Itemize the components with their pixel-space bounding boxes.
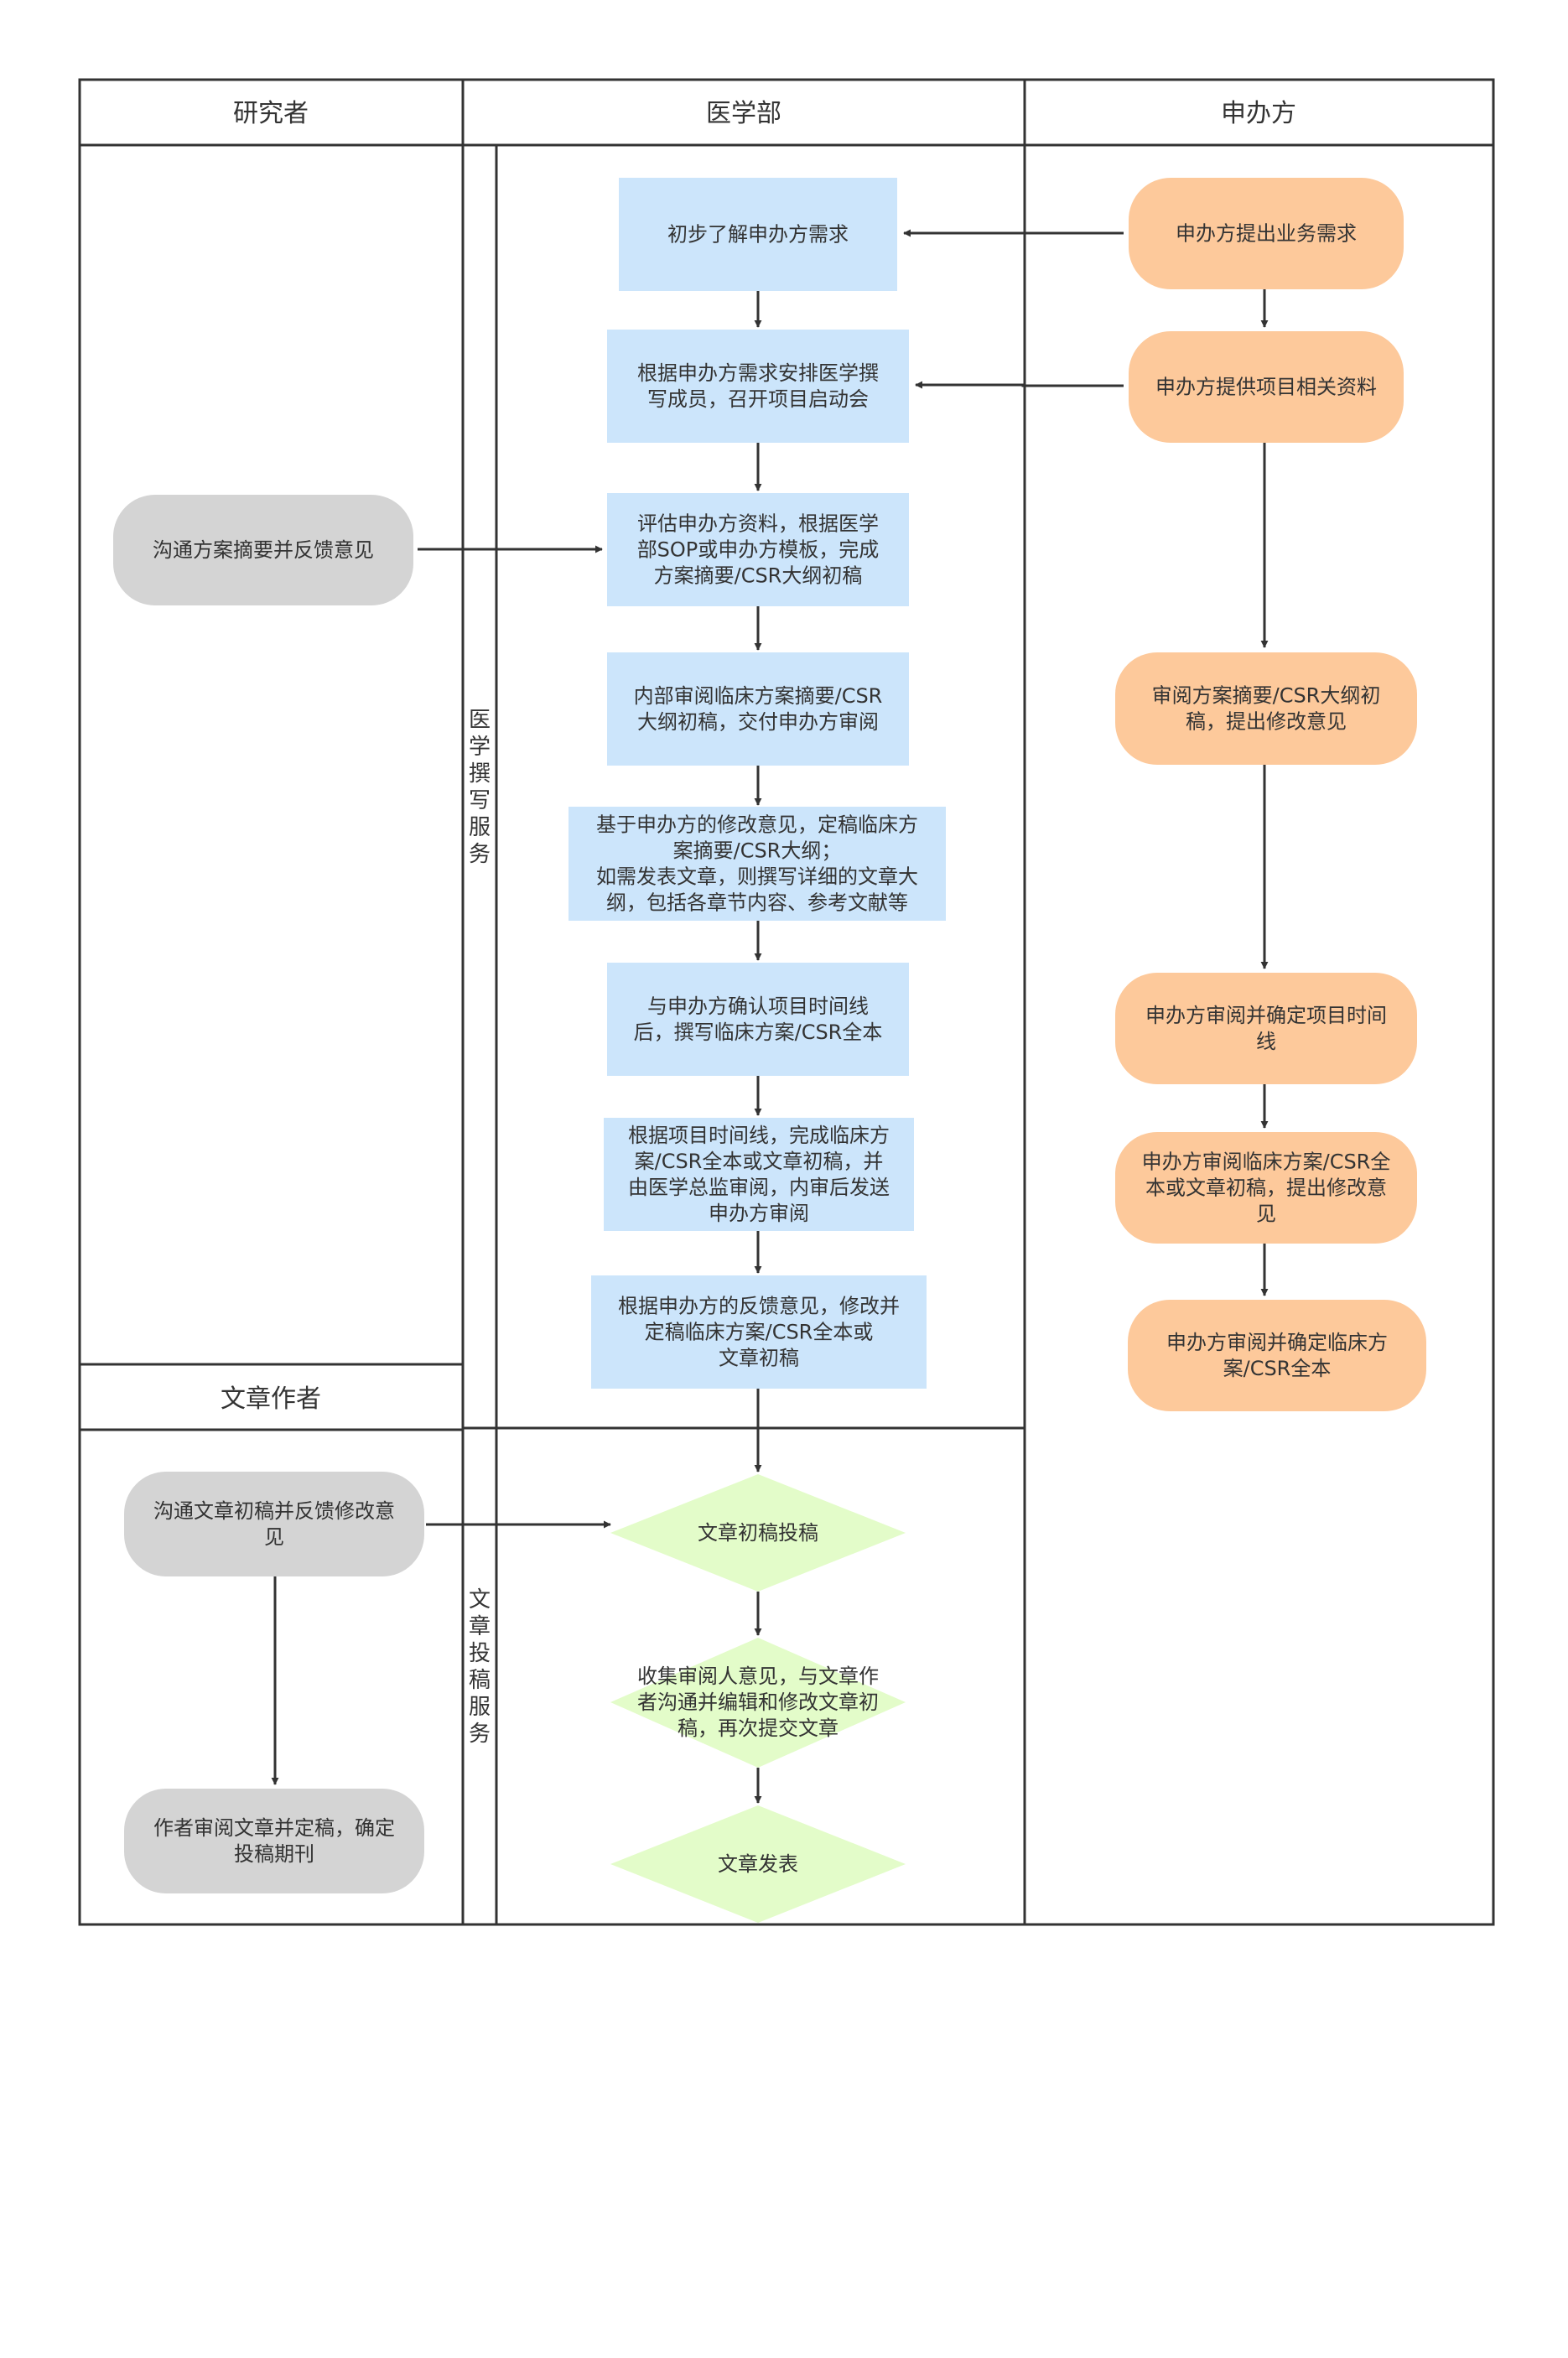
label-line: 评估申办方资料，根据医学	[637, 512, 879, 536]
label-line: 本或文章初稿，提出修改意	[1145, 1176, 1387, 1200]
lane-header-sponsor: 申办方	[1221, 99, 1296, 128]
process-box-m3: 评估申办方资料，根据医学部SOP或申办方模板，完成方案摘要/CSR大纲初稿	[607, 493, 909, 606]
sponsor-label: 申办方提出业务需求	[1176, 222, 1357, 246]
author-box-a2: 作者审阅文章并定稿，确定投稿期刊	[124, 1789, 424, 1893]
decision-diamond-d1: 文章初稿投稿	[610, 1474, 906, 1592]
label-line: 见	[264, 1525, 284, 1549]
process-box-m5: 基于申办方的修改意见，定稿临床方案摘要/CSR大纲；如需发表文章，则撰写详细的文…	[569, 807, 946, 921]
section-label-writing: 医学撰写服务	[469, 708, 491, 867]
lane-header-researcher: 研究者	[233, 99, 309, 128]
process-label: 初步了解申办方需求	[667, 223, 849, 247]
sponsor-box-s2: 申办方提供项目相关资料	[1129, 331, 1404, 443]
label-line: 初步了解申办方需求	[667, 223, 849, 247]
label-line: 纲，包括各章节内容、参考文献等	[606, 891, 908, 915]
label-line: 申办方审阅临床方案/CSR全	[1142, 1150, 1391, 1174]
label-line: 案/CSR全本	[1223, 1357, 1332, 1380]
label-line: 如需发表文章，则撰写详细的文章大	[596, 865, 918, 889]
decision-diamond-d2: 收集审阅人意见，与文章作者沟通并编辑和修改文章初稿，再次提交文章	[610, 1638, 906, 1768]
process-box-m7: 根据项目时间线，完成临床方案/CSR全本或文章初稿，并由医学总监审阅，内审后发送…	[604, 1118, 914, 1231]
label-line: 审阅方案摘要/CSR大纲初	[1152, 684, 1381, 708]
label-line: 申办方提供项目相关资料	[1155, 376, 1377, 399]
sponsor-label: 申办方审阅临床方案/CSR全本或文章初稿，提出修改意见	[1142, 1150, 1391, 1226]
label-line: 部SOP或申办方模板，完成	[637, 538, 880, 562]
label-line: 文章初稿	[719, 1347, 799, 1370]
sponsor-box-s1: 申办方提出业务需求	[1129, 178, 1404, 289]
label-line: 申办方审阅	[709, 1202, 809, 1225]
process-label: 与申办方确认项目时间线后，撰写临床方案/CSR全本	[634, 995, 883, 1044]
lane-header-medical: 医学部	[706, 99, 781, 128]
vertical-label-text: 医学撰写服务	[469, 708, 491, 867]
label-line: 投稿期刊	[234, 1842, 314, 1866]
label-line: 稿，再次提交文章	[678, 1717, 839, 1740]
edge-s2-m2	[915, 381, 1124, 389]
lane-frame	[78, 78, 1495, 1926]
sponsor-label: 申办方提供项目相关资料	[1155, 376, 1377, 399]
label-line: 者沟通并编辑和修改文章初	[637, 1691, 879, 1714]
section-label-submission: 文章投稿服务	[469, 1587, 491, 1747]
vertical-label-text: 文章投稿服务	[469, 1587, 491, 1747]
label-line: 基于申办方的修改意见，定稿临床方	[596, 813, 918, 837]
label-line: 案摘要/CSR大纲；	[673, 839, 842, 863]
label-line: 申办方审阅并确定临床方	[1166, 1331, 1388, 1354]
label-line: 写成员，召开项目启动会	[647, 387, 869, 411]
process-label: 基于申办方的修改意见，定稿临床方案摘要/CSR大纲；如需发表文章，则撰写详细的文…	[596, 813, 918, 915]
process-box-m8: 根据申办方的反馈意见，修改并定稿临床方案/CSR全本或文章初稿	[591, 1275, 927, 1389]
label-line: 稿，提出修改意见	[1186, 710, 1347, 734]
sponsor-label: 审阅方案摘要/CSR大纲初稿，提出修改意见	[1152, 684, 1381, 734]
process-label: 根据申办方需求安排医学撰写成员，召开项目启动会	[637, 361, 879, 411]
label-line: 申办方提出业务需求	[1176, 222, 1357, 246]
process-box-m1: 初步了解申办方需求	[619, 178, 897, 291]
label-line: 方案摘要/CSR大纲初稿	[654, 564, 863, 588]
label-line: 由医学总监审阅，内审后发送	[628, 1176, 890, 1199]
label-line: 申办方审阅并确定项目时间	[1145, 1004, 1387, 1027]
author-box-a1: 沟通文章初稿并反馈修改意见	[124, 1472, 424, 1576]
researcher-box-r1: 沟通方案摘要并反馈意见	[113, 495, 413, 605]
researcher-label: 沟通方案摘要并反馈意见	[153, 538, 374, 562]
label-line: 案/CSR全本或文章初稿，并	[635, 1150, 884, 1173]
label-line: 见	[1256, 1202, 1276, 1226]
sponsor-box-s6: 申办方审阅并确定临床方案/CSR全本	[1128, 1300, 1426, 1411]
author-label: 沟通文章初稿并反馈修改意见	[153, 1499, 395, 1549]
process-label: 根据申办方的反馈意见，修改并定稿临床方案/CSR全本或文章初稿	[618, 1295, 900, 1370]
label-line: 线	[1256, 1030, 1276, 1053]
label-line: 大纲初稿，交付申办方审阅	[637, 710, 879, 734]
label-line: 收集审阅人意见，与文章作	[637, 1665, 879, 1688]
sponsor-label: 申办方审阅并确定临床方案/CSR全本	[1166, 1331, 1388, 1380]
label-line: 文章发表	[718, 1852, 798, 1876]
decision-label: 文章发表	[718, 1852, 798, 1876]
flow-edges	[271, 229, 1269, 1804]
sponsor-box-s5: 申办方审阅临床方案/CSR全本或文章初稿，提出修改意见	[1115, 1132, 1417, 1244]
label-line: 内部审阅临床方案摘要/CSR	[634, 684, 883, 708]
sponsor-box-s3: 审阅方案摘要/CSR大纲初稿，提出修改意见	[1115, 652, 1417, 765]
decision-label: 文章初稿投稿	[698, 1521, 818, 1545]
label-line: 根据申办方的反馈意见，修改并	[618, 1295, 900, 1318]
decision-diamond-d3: 文章发表	[610, 1805, 906, 1923]
sponsor-label: 申办方审阅并确定项目时间线	[1145, 1004, 1387, 1053]
lane-header-author: 文章作者	[221, 1384, 321, 1414]
label-line: 与申办方确认项目时间线	[647, 995, 869, 1018]
label-line: 定稿临床方案/CSR全本或	[645, 1321, 874, 1344]
label-line: 沟通方案摘要并反馈意见	[153, 538, 374, 562]
decision-label: 收集审阅人意见，与文章作者沟通并编辑和修改文章初稿，再次提交文章	[637, 1665, 879, 1740]
sponsor-box-s4: 申办方审阅并确定项目时间线	[1115, 973, 1417, 1084]
label-line: 作者审阅文章并定稿，确定	[153, 1816, 395, 1840]
label-line: 后，撰写临床方案/CSR全本	[634, 1021, 883, 1044]
label-line: 沟通文章初稿并反馈修改意	[153, 1499, 395, 1523]
label-line: 根据项目时间线，完成临床方	[628, 1124, 890, 1147]
label-line: 根据申办方需求安排医学撰	[637, 361, 879, 385]
process-label: 评估申办方资料，根据医学部SOP或申办方模板，完成方案摘要/CSR大纲初稿	[637, 512, 880, 588]
process-label: 根据项目时间线，完成临床方案/CSR全本或文章初稿，并由医学总监审阅，内审后发送…	[628, 1124, 890, 1225]
process-box-m6: 与申办方确认项目时间线后，撰写临床方案/CSR全本	[607, 963, 909, 1076]
process-box-m2: 根据申办方需求安排医学撰写成员，召开项目启动会	[607, 330, 909, 443]
author-label: 作者审阅文章并定稿，确定投稿期刊	[153, 1816, 395, 1866]
label-line: 文章初稿投稿	[698, 1521, 818, 1545]
